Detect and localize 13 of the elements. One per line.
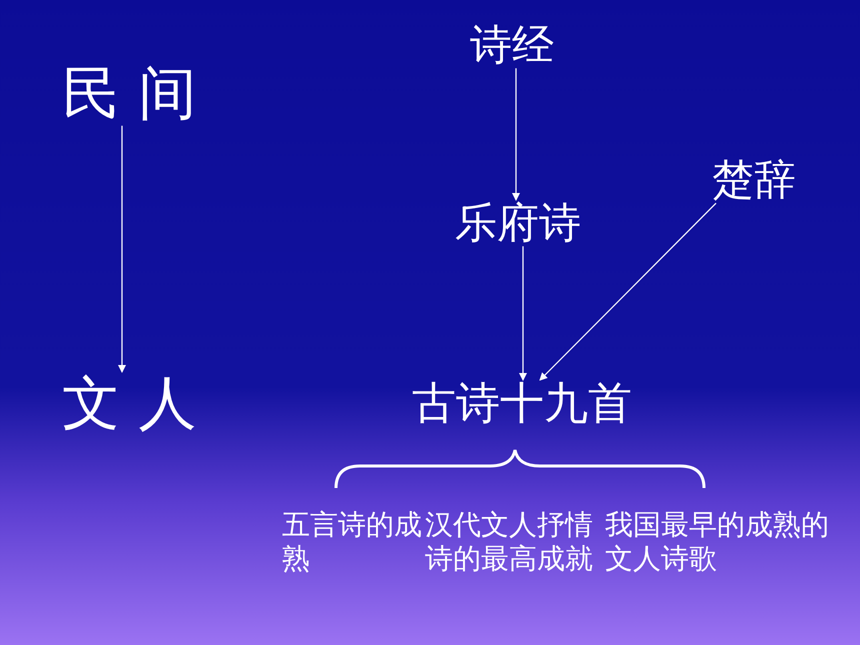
node-label: 乐府诗 xyxy=(455,200,581,246)
description-text: 五言诗的成熟 xyxy=(282,508,422,576)
arrow xyxy=(539,202,716,381)
description-text: 汉代文人抒情诗的最高成就 xyxy=(425,508,594,576)
arrow xyxy=(118,126,126,373)
node-label: 楚辞 xyxy=(712,157,796,204)
arrow xyxy=(519,246,527,381)
arrow xyxy=(512,68,520,201)
title-text: 文 人 xyxy=(62,372,196,436)
node-label: 诗经 xyxy=(470,22,554,68)
node-label: 古诗十九首 xyxy=(412,380,632,428)
description-text: 我国最早的成熟的文人诗歌 xyxy=(605,508,830,576)
title-text: 民 间 xyxy=(62,62,196,126)
